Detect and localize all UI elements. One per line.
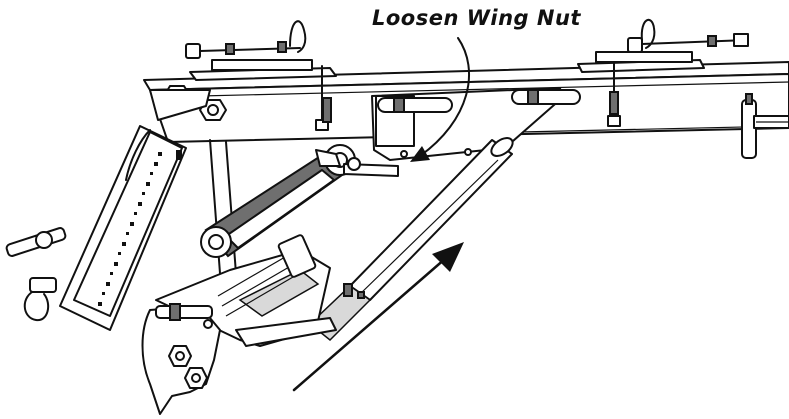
scale-markings	[98, 150, 182, 306]
side-pin-right	[741, 93, 789, 159]
wing-nut-icon	[315, 149, 399, 177]
callout-label: Loosen Wing Nut	[372, 6, 581, 30]
callout-leader	[410, 37, 470, 162]
u-bolt-clamp-right	[577, 18, 749, 127]
hitch-pin-icon	[5, 227, 67, 322]
hex-bolt-icon	[168, 345, 192, 367]
link-arm	[200, 144, 356, 258]
carriage-bolt	[322, 97, 332, 123]
lower-clamp	[155, 234, 365, 347]
hitch-pin-icon	[627, 18, 749, 53]
hitch-pin-icon	[185, 20, 307, 59]
scale-post	[59, 89, 239, 331]
lower-bracket	[141, 303, 221, 415]
direction-arrow-icon	[292, 242, 464, 392]
hex-bolt-icon	[184, 367, 208, 389]
